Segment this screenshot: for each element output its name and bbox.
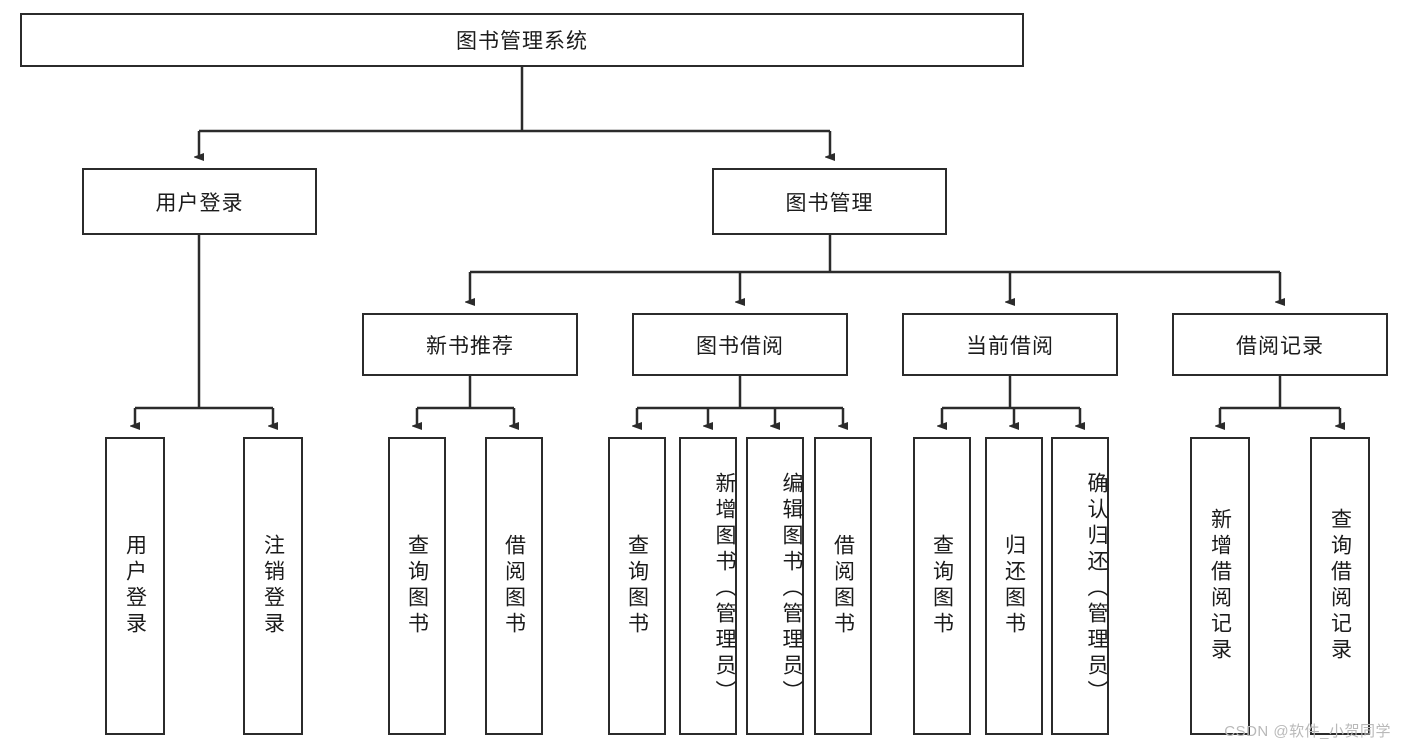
node-leaf-user-login-label: 用户登录 (123, 534, 147, 638)
node-new-book-recommend[interactable]: 新书推荐 (362, 313, 578, 376)
node-leaf-edit-book[interactable]: 编辑图书（管理员） (746, 437, 804, 735)
node-book-borrow[interactable]: 图书借阅 (632, 313, 848, 376)
node-leaf-add-book-label: 新增图书（管理员） (713, 472, 736, 706)
node-leaf-add-book[interactable]: 新增图书（管理员） (679, 437, 737, 735)
node-current-borrow-label: 当前借阅 (966, 334, 1054, 358)
node-leaf-edit-book-label: 编辑图书（管理员） (780, 472, 803, 706)
node-leaf-query-record[interactable]: 查询借阅记录 (1310, 437, 1370, 735)
node-book-borrow-label: 图书借阅 (696, 334, 784, 358)
node-leaf-borrow-book-1[interactable]: 借阅图书 (485, 437, 543, 735)
node-borrow-record[interactable]: 借阅记录 (1172, 313, 1388, 376)
node-leaf-query-book-2[interactable]: 查询图书 (608, 437, 666, 735)
node-borrow-record-label: 借阅记录 (1236, 334, 1324, 358)
node-leaf-logout[interactable]: 注销登录 (243, 437, 303, 735)
node-user-login-label: 用户登录 (155, 191, 244, 215)
node-user-login[interactable]: 用户登录 (82, 168, 317, 235)
node-leaf-user-login[interactable]: 用户登录 (105, 437, 165, 735)
node-current-borrow[interactable]: 当前借阅 (902, 313, 1118, 376)
node-leaf-add-record-label: 新增借阅记录 (1208, 508, 1232, 664)
node-leaf-query-record-label: 查询借阅记录 (1328, 508, 1352, 664)
node-new-book-recommend-label: 新书推荐 (426, 334, 514, 358)
node-leaf-borrow-book-2-label: 借阅图书 (831, 534, 855, 638)
node-leaf-query-book-2-label: 查询图书 (625, 534, 649, 638)
watermark: CSDN @软件_小贺同学 (1224, 723, 1391, 740)
node-leaf-add-record[interactable]: 新增借阅记录 (1190, 437, 1250, 735)
node-leaf-query-book-3[interactable]: 查询图书 (913, 437, 971, 735)
node-leaf-query-book-1-label: 查询图书 (405, 534, 429, 638)
node-book-management-label: 图书管理 (785, 191, 874, 215)
node-root-label: 图书管理系统 (456, 30, 588, 53)
node-root[interactable]: 图书管理系统 (20, 13, 1024, 67)
node-leaf-query-book-3-label: 查询图书 (930, 534, 954, 638)
node-book-management[interactable]: 图书管理 (712, 168, 947, 235)
node-leaf-query-book-1[interactable]: 查询图书 (388, 437, 446, 735)
node-leaf-confirm-return[interactable]: 确认归还（管理员） (1051, 437, 1109, 735)
node-leaf-return-book[interactable]: 归还图书 (985, 437, 1043, 735)
node-leaf-borrow-book-1-label: 借阅图书 (502, 534, 526, 638)
node-leaf-logout-label: 注销登录 (261, 534, 285, 638)
node-leaf-return-book-label: 归还图书 (1002, 534, 1026, 638)
node-leaf-confirm-return-label: 确认归还（管理员） (1085, 472, 1108, 706)
node-leaf-borrow-book-2[interactable]: 借阅图书 (814, 437, 872, 735)
